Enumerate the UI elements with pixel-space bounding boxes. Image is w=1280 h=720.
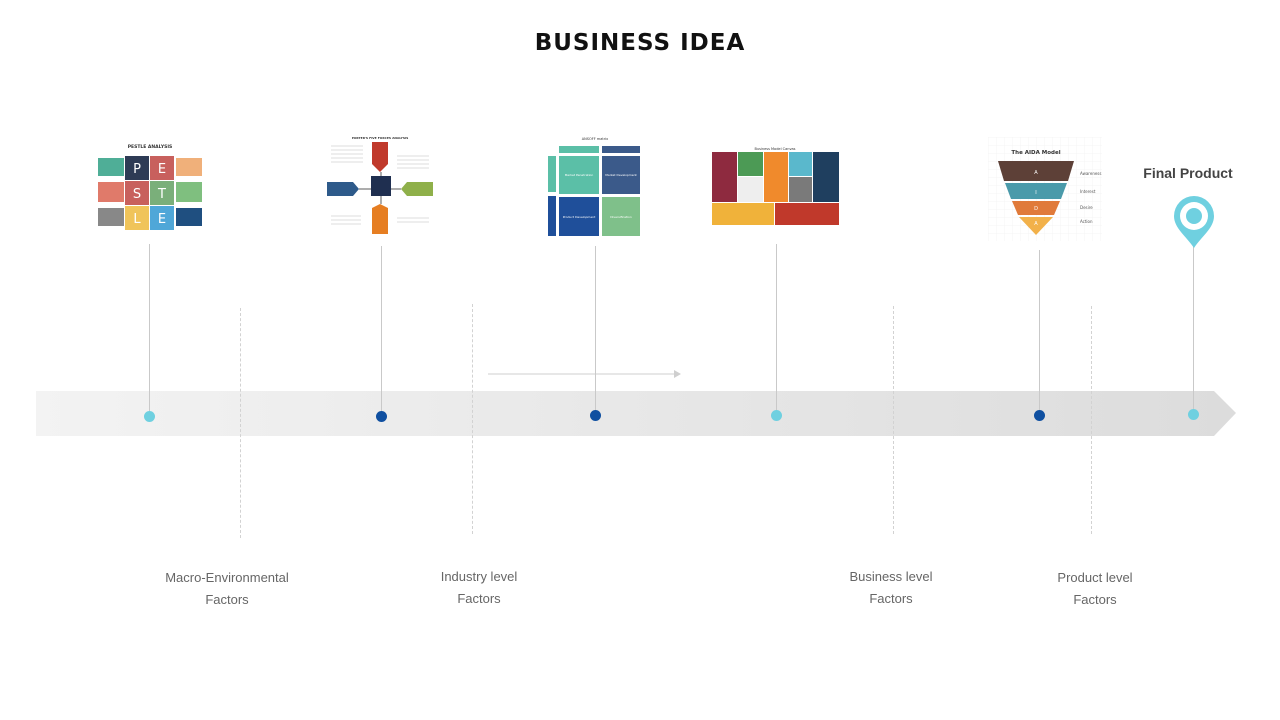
pestle-title: PESTLE ANALYSIS xyxy=(128,144,173,150)
timeline-dot-4 xyxy=(771,410,782,421)
svg-text:Market Penetration: Market Penetration xyxy=(565,173,594,177)
divider-3 xyxy=(893,306,894,534)
factor-product-level: Product level Factors xyxy=(995,567,1195,611)
svg-text:E: E xyxy=(158,162,166,177)
timeline-dot-3 xyxy=(590,410,601,421)
connector-porter xyxy=(381,246,382,414)
porter-title: PORTER'S FIVE FORCES ANALYSIS xyxy=(352,136,409,140)
factor-industry-level: Industry level Factors xyxy=(379,566,579,610)
pestle-analysis-thumbnail: PESTLE ANALYSIS P E S T L E xyxy=(96,138,204,234)
ansoff-title: ANSOFF matrix xyxy=(582,137,609,141)
timeline-dot-6 xyxy=(1188,409,1199,420)
svg-text:Action: Action xyxy=(1080,219,1093,224)
factor-business-level: Business level Factors xyxy=(791,566,991,610)
aida-model-thumbnail: The AIDA Model A I D A Awareness Interes… xyxy=(988,137,1102,241)
factor-line-1: Industry level xyxy=(440,569,518,584)
divider-2 xyxy=(472,304,473,534)
svg-text:P: P xyxy=(133,162,141,177)
svg-text:L: L xyxy=(133,212,141,227)
page-title: BUSINESS IDEA xyxy=(534,30,746,56)
divider-4 xyxy=(1091,306,1092,534)
final-product-label: Final Product xyxy=(1143,165,1233,181)
factor-line-2: Factors xyxy=(1073,592,1117,607)
aida-title: The AIDA Model xyxy=(1011,150,1060,156)
svg-text:T: T xyxy=(157,187,166,202)
connector-aida xyxy=(1039,250,1040,414)
svg-text:A: A xyxy=(1034,221,1038,227)
factor-line-1: Macro-Environmental xyxy=(165,570,289,585)
divider-1 xyxy=(240,308,241,538)
svg-text:D: D xyxy=(1034,206,1038,212)
svg-text:I: I xyxy=(1035,190,1036,196)
factor-line-1: Product level xyxy=(1057,570,1133,585)
ansoff-matrix-thumbnail: ANSOFF matrix Market Penetration Market … xyxy=(543,134,646,240)
svg-text:Market Development: Market Development xyxy=(605,173,637,177)
timeline-dot-1 xyxy=(144,411,155,422)
factor-line-2: Factors xyxy=(869,591,913,606)
canvas-title: Business Model Canvas xyxy=(754,147,795,151)
connector-pestle xyxy=(149,244,150,414)
timeline-dot-2 xyxy=(376,411,387,422)
svg-text:Awareness: Awareness xyxy=(1080,171,1101,176)
location-pin-icon xyxy=(1174,196,1214,248)
svg-text:Interest: Interest xyxy=(1080,189,1096,194)
connector-ansoff xyxy=(595,246,596,414)
svg-text:S: S xyxy=(133,187,141,202)
svg-text:E: E xyxy=(158,212,166,227)
svg-text:Desire: Desire xyxy=(1080,205,1093,210)
svg-text:Diversification: Diversification xyxy=(610,215,632,219)
svg-text:Product Development: Product Development xyxy=(563,215,596,219)
porter-five-forces-thumbnail: PORTER'S FIVE FORCES ANALYSIS xyxy=(325,134,435,238)
factor-line-1: Business level xyxy=(849,569,933,584)
connector-final xyxy=(1193,245,1194,414)
factor-line-2: Factors xyxy=(457,591,501,606)
timeline-dot-5 xyxy=(1034,410,1045,421)
business-model-canvas-thumbnail: Business Model Canvas xyxy=(710,144,841,228)
svg-text:A: A xyxy=(1034,170,1038,176)
connector-canvas xyxy=(776,244,777,414)
factor-macro-environmental: Macro-Environmental Factors xyxy=(127,567,327,611)
factor-line-2: Factors xyxy=(205,592,249,607)
